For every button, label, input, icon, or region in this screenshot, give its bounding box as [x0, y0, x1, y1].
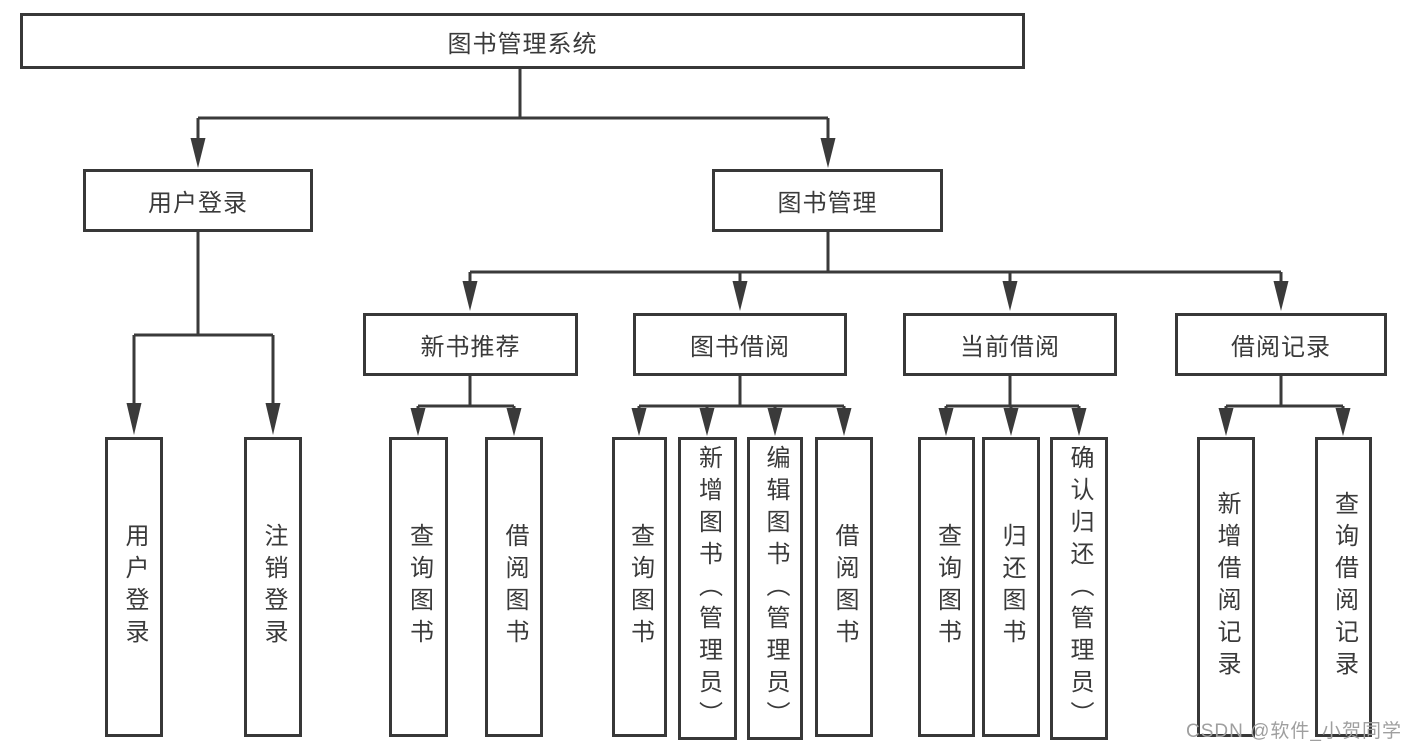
leaf-borrow-borrow-books: 借阅图书	[815, 437, 873, 737]
leaf-newbook-borrow-books-label: 借阅图书	[501, 523, 528, 651]
leaf-logout-login: 注销登录	[244, 437, 302, 737]
leaf-newbook-borrow-books: 借阅图书	[485, 437, 543, 737]
leaf-current-query-books: 查询图书	[918, 437, 975, 737]
leaf-borrow-edit-books-admin-label: 编辑图书（管理员）	[762, 444, 789, 733]
leaf-records-query-record-label: 查询借阅记录	[1330, 491, 1358, 683]
leaf-records-add-record-label: 新增借阅记录	[1213, 491, 1240, 683]
leaf-borrow-query-books: 查询图书	[612, 437, 667, 737]
leaf-records-query-record: 查询借阅记录	[1315, 437, 1372, 737]
node-book-borrowing: 图书借阅	[633, 313, 847, 376]
csdn-watermark: CSDN @软件_小贺同学	[1186, 721, 1402, 742]
node-user-login-label: 用户登录	[148, 190, 248, 217]
leaf-current-query-books-label: 查询图书	[933, 523, 961, 651]
node-current-borrowing-label: 当前借阅	[960, 334, 1060, 361]
leaf-user-login-label: 用户登录	[121, 523, 148, 651]
leaf-records-add-record: 新增借阅记录	[1197, 437, 1255, 737]
node-book-management: 图书管理	[712, 169, 943, 232]
leaf-newbook-query-books-label: 查询图书	[405, 523, 433, 651]
leaf-user-login: 用户登录	[105, 437, 163, 737]
node-new-book-recommend: 新书推荐	[363, 313, 578, 376]
node-library-system-label: 图书管理系统	[447, 30, 598, 58]
leaf-borrow-query-books-label: 查询图书	[626, 523, 654, 651]
node-borrowing-records-label: 借阅记录	[1231, 334, 1331, 361]
leaf-newbook-query-books: 查询图书	[389, 437, 448, 737]
leaf-current-return-books: 归还图书	[982, 437, 1040, 737]
node-book-management-label: 图书管理	[777, 190, 878, 217]
node-borrowing-records: 借阅记录	[1175, 313, 1387, 376]
node-current-borrowing: 当前借阅	[903, 313, 1117, 376]
node-user-login: 用户登录	[83, 169, 313, 232]
leaf-borrow-edit-books-admin: 编辑图书（管理员）	[747, 437, 803, 740]
leaf-current-return-books-label: 归还图书	[998, 523, 1025, 651]
leaf-borrow-add-books-admin-label: 新增图书（管理员）	[694, 444, 722, 733]
leaf-borrow-borrow-books-label: 借阅图书	[831, 523, 858, 651]
leaf-borrow-add-books-admin: 新增图书（管理员）	[678, 437, 737, 740]
leaf-current-confirm-return-admin: 确认归还（管理员）	[1050, 437, 1108, 740]
node-new-book-recommend-label: 新书推荐	[420, 334, 521, 361]
leaf-current-confirm-return-admin-label: 确认归还（管理员）	[1066, 444, 1093, 733]
node-library-system: 图书管理系统	[20, 13, 1025, 69]
leaf-logout-login-label: 注销登录	[260, 523, 287, 651]
node-book-borrowing-label: 图书借阅	[690, 334, 790, 361]
